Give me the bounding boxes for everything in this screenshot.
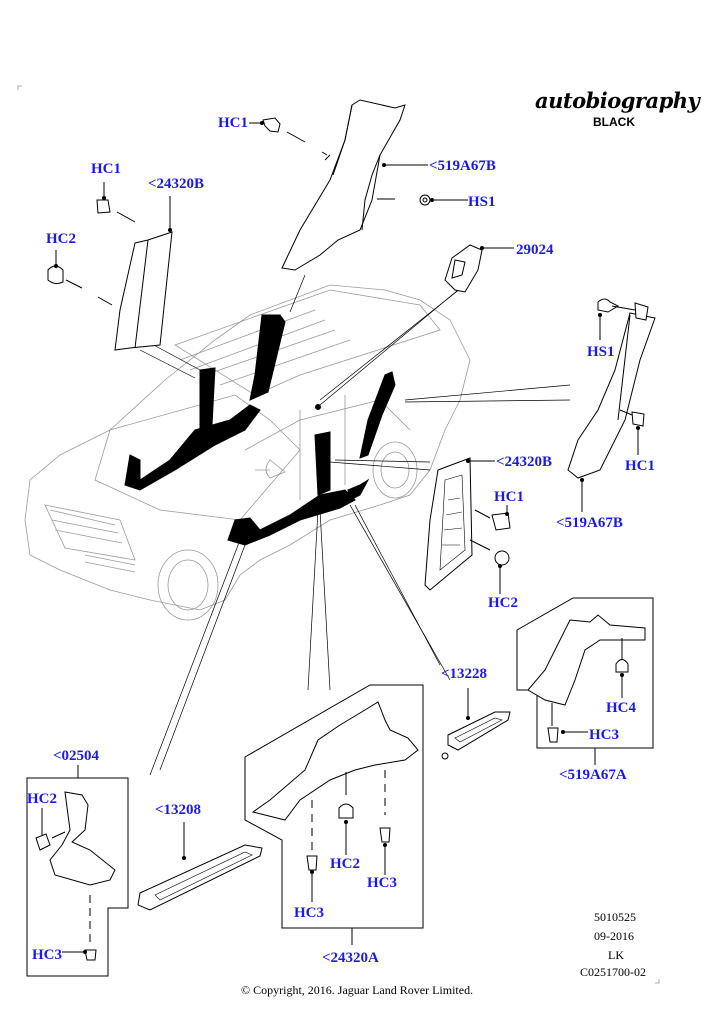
b-pillar-trim-box [244,684,424,945]
highlighted-trim-panels [124,314,396,546]
leader-lines [139,274,571,776]
callout-hs1-c-pillar[interactable]: HS1 [587,344,615,360]
reference-number: 5010525 [594,910,636,924]
callout-13228[interactable]: <13228 [441,666,488,682]
author-initials: LK [608,948,624,962]
b-pillar-lower-trim [424,457,511,594]
rear-sill-plate [441,688,511,760]
callout-hc1-a-pillar-lower[interactable]: HC1 [91,161,121,177]
vehicle-outline [24,284,471,621]
callout-hc4[interactable]: HC4 [606,700,636,716]
callout-13208[interactable]: <13208 [155,802,202,818]
drawing-id: C0251700-02 [580,965,646,979]
callout-24320b-right[interactable]: <24320B [496,454,553,470]
callout-519a67a[interactable]: <519A67A [559,767,627,783]
a-pillar-upper-trim [281,99,406,271]
callout-519a67b-upper[interactable]: <519A67B [429,158,496,174]
callout-hc2-b-pillar-lower[interactable]: HC2 [488,595,518,611]
callout-hc2-b-pillar-trim[interactable]: HC2 [330,856,360,872]
callout-24320a[interactable]: <24320A [322,950,379,966]
callout-hc3-b-pillar-trim-left[interactable]: HC3 [294,905,324,921]
callout-hc2-footwell[interactable]: HC2 [27,791,57,807]
rear-quarter-box [516,597,654,765]
callout-02504[interactable]: <02504 [53,748,100,764]
brand-title: autobiography [535,88,700,113]
callout-hc3-rear-quarter[interactable]: HC3 [589,727,619,743]
callout-hc3-b-pillar-trim-right[interactable]: HC3 [367,875,397,891]
callout-hs1-upper[interactable]: HS1 [468,194,496,210]
callout-hc1-c-pillar[interactable]: HC1 [625,458,655,474]
drawing-date: 09-2016 [594,929,634,943]
callout-hc2-a-pillar-lower[interactable]: HC2 [46,231,76,247]
callout-hc3-footwell[interactable]: HC3 [32,947,62,963]
callout-29024[interactable]: 29024 [516,242,554,258]
a-pillar-lower-trim [47,182,173,351]
callout-519a67b-c-pillar[interactable]: <519A67B [556,515,623,531]
screw-hs1-top [419,194,468,206]
crop-mark [17,85,22,90]
grab-handle-part [444,244,514,293]
callout-hc1-a-pillar-upper[interactable]: HC1 [218,115,248,131]
crop-mark [655,979,660,984]
c-pillar-trim [567,298,656,512]
clip-hc1-top [249,117,281,133]
brand-subtitle: BLACK [593,115,635,129]
callout-hc1-b-pillar-lower[interactable]: HC1 [494,489,524,505]
callout-24320b-left[interactable]: <24320B [148,176,205,192]
copyright-notice: © Copyright, 2016. Jaguar Land Rover Lim… [241,983,474,997]
front-sill-plate [137,822,263,911]
footwell-box [26,765,129,977]
